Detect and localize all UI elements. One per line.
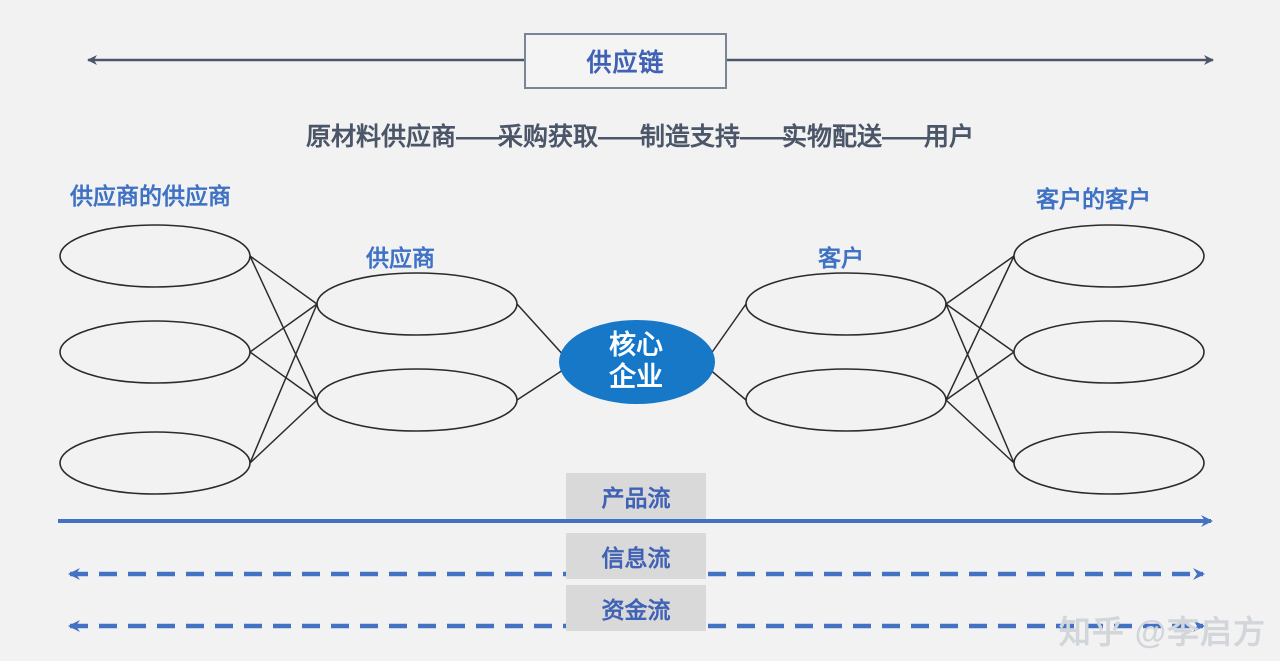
node-ellipse bbox=[59, 431, 251, 495]
stage-manufacturing-support: 制造支持 bbox=[639, 123, 740, 151]
node-ellipse bbox=[59, 224, 251, 288]
node-ellipse bbox=[745, 272, 947, 336]
core-enterprise-label-line1: 核心 bbox=[609, 330, 663, 360]
core-enterprise-label-line2: 企业 bbox=[609, 361, 663, 392]
core-enterprise-label: 核心 企业 bbox=[556, 330, 716, 394]
flow-label-capital: 资金流 bbox=[566, 585, 706, 631]
node-ellipse bbox=[316, 272, 518, 336]
stage-procurement: 采购获取 bbox=[497, 123, 598, 151]
stage-separator: —— bbox=[740, 123, 786, 151]
stage-user: 用户 bbox=[924, 123, 975, 151]
stage-separator: —— bbox=[597, 123, 644, 151]
customer-nodes bbox=[745, 272, 947, 432]
flow-label-capital-text: 资金流 bbox=[601, 597, 671, 623]
flow-label-product-text: 产品流 bbox=[601, 485, 671, 511]
page-title: 供应链 bbox=[586, 49, 665, 77]
node-ellipse bbox=[1013, 224, 1205, 288]
node-ellipse bbox=[59, 320, 251, 384]
tier-label-customers-customer: 客户的客户 bbox=[1036, 186, 1151, 212]
supply-chain-title-box: 供应链 bbox=[524, 33, 727, 89]
tier-label-customer: 客户 bbox=[818, 245, 864, 271]
suppliers-supplier-nodes bbox=[59, 224, 251, 495]
supply-chain-stage-list: 原材料供应商——采购获取——制造支持——实物配送——用户 bbox=[0, 117, 1280, 153]
stage-separator: —— bbox=[455, 123, 502, 151]
flow-label-product: 产品流 bbox=[566, 473, 706, 519]
customer-network-links-right bbox=[945, 255, 1015, 464]
core-enterprise-node[interactable] bbox=[559, 320, 715, 404]
node-ellipse bbox=[1013, 320, 1205, 384]
flow-label-information-text: 信息流 bbox=[601, 545, 671, 571]
customers-customer-nodes bbox=[1013, 224, 1205, 495]
supplier-to-core-links bbox=[516, 303, 567, 401]
node-ellipse bbox=[1013, 431, 1205, 495]
stage-physical-distribution: 实物配送 bbox=[782, 123, 883, 151]
supplier-nodes bbox=[316, 272, 518, 432]
stage-separator: —— bbox=[882, 123, 928, 151]
tier-label-suppliers-supplier: 供应商的供应商 bbox=[70, 183, 231, 209]
node-ellipse bbox=[745, 368, 947, 432]
core-to-customer-links bbox=[707, 303, 747, 401]
watermark: 知乎 @李启方 bbox=[1058, 614, 1266, 650]
supplier-network-links-left bbox=[249, 255, 318, 464]
stage-raw-material-supplier: 原材料供应商 bbox=[305, 123, 456, 151]
flow-label-information: 信息流 bbox=[566, 533, 706, 579]
tier-label-supplier: 供应商 bbox=[366, 245, 435, 271]
node-ellipse bbox=[316, 368, 518, 432]
